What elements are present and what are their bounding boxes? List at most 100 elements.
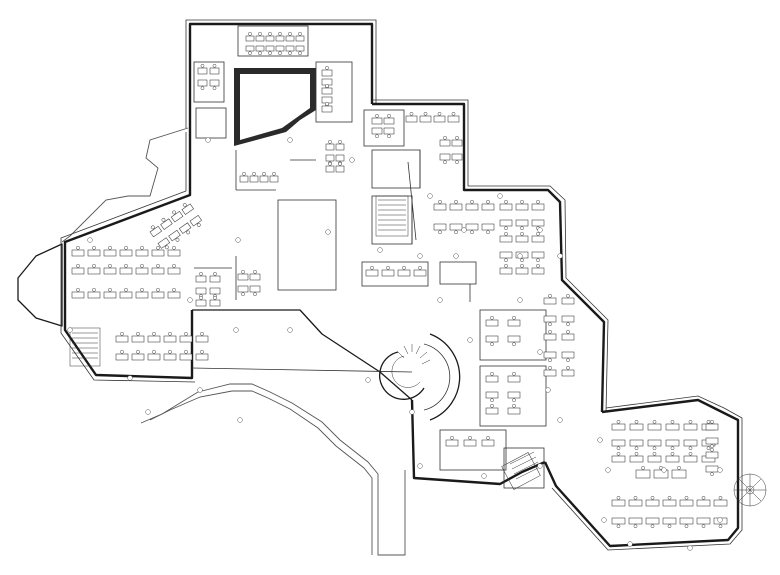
chair (512, 371, 516, 376)
chair (298, 31, 302, 36)
column (481, 473, 487, 479)
chair (670, 446, 675, 451)
desk (561, 315, 575, 323)
chair (652, 446, 657, 451)
desk-cluster (405, 111, 460, 123)
desk (499, 203, 513, 211)
chair (616, 446, 621, 451)
desk (465, 203, 479, 211)
chair (566, 322, 570, 327)
column (717, 467, 723, 473)
desk (87, 267, 101, 275)
desk (147, 335, 161, 343)
column (377, 247, 383, 253)
desk (87, 249, 101, 257)
desk (507, 391, 521, 399)
desk (671, 469, 687, 479)
chair (200, 63, 205, 68)
chair (616, 495, 621, 500)
desk-cluster (445, 435, 495, 447)
desk (665, 439, 680, 447)
chair (455, 160, 459, 165)
northeast-curtain (372, 99, 609, 413)
atrium (191, 309, 461, 421)
desk-cluster (245, 31, 305, 56)
east-wing-wall (543, 398, 740, 548)
chair (76, 287, 80, 292)
chair (199, 271, 203, 276)
desk (485, 335, 499, 343)
desk (628, 517, 643, 525)
desk-cluster (149, 203, 202, 250)
chair (706, 446, 711, 451)
desk (705, 423, 719, 431)
desk (255, 35, 265, 42)
chair (199, 295, 203, 300)
chair (566, 365, 570, 370)
column (517, 253, 523, 259)
chair (667, 524, 672, 529)
desk (321, 105, 333, 113)
desk (629, 455, 644, 463)
chair (548, 293, 552, 298)
desk (167, 267, 181, 275)
chair (536, 263, 540, 268)
desk (71, 249, 85, 257)
chair (200, 349, 204, 354)
chair (338, 139, 342, 144)
desk-cluster (543, 293, 575, 377)
column (437, 297, 443, 303)
chair (212, 86, 217, 91)
northeast-wall (372, 102, 606, 413)
desk (295, 45, 305, 52)
chair (512, 403, 516, 408)
furniture-layer (71, 31, 728, 529)
desk (163, 353, 177, 361)
desk (485, 407, 499, 415)
desk (119, 291, 133, 299)
chair (468, 435, 472, 440)
column (205, 137, 211, 143)
desk (705, 437, 719, 445)
chair (454, 199, 458, 204)
chair (670, 419, 675, 424)
chair (455, 135, 459, 140)
chair (486, 199, 490, 204)
desk (683, 439, 698, 447)
desk (543, 369, 557, 377)
atrium-wall (192, 309, 413, 401)
chair (677, 465, 681, 470)
desk (515, 267, 529, 275)
desk (209, 287, 221, 295)
chair (634, 419, 639, 424)
chair (718, 524, 723, 529)
desk-cluster (239, 171, 279, 183)
desk (381, 269, 395, 277)
desk (611, 517, 626, 525)
column (187, 297, 193, 303)
desk (485, 375, 499, 383)
service-room-inner (240, 74, 310, 140)
column (605, 467, 611, 473)
interior-partitions (193, 25, 547, 489)
column (537, 227, 543, 233)
desk-cluster (439, 135, 463, 165)
chair (670, 451, 675, 456)
chair (184, 331, 188, 336)
desk (647, 455, 662, 463)
west-wing-curtain (60, 132, 196, 383)
chair (423, 111, 428, 116)
chair (536, 258, 540, 263)
desk (713, 499, 728, 507)
chair (437, 111, 442, 116)
desk-cluster (115, 349, 209, 361)
chair (386, 265, 390, 270)
desk (499, 251, 513, 259)
chair (258, 51, 262, 56)
column (557, 417, 563, 423)
chair (108, 287, 112, 292)
desk (543, 351, 557, 359)
chair (710, 444, 714, 449)
chair (520, 258, 524, 263)
chair (688, 451, 693, 456)
